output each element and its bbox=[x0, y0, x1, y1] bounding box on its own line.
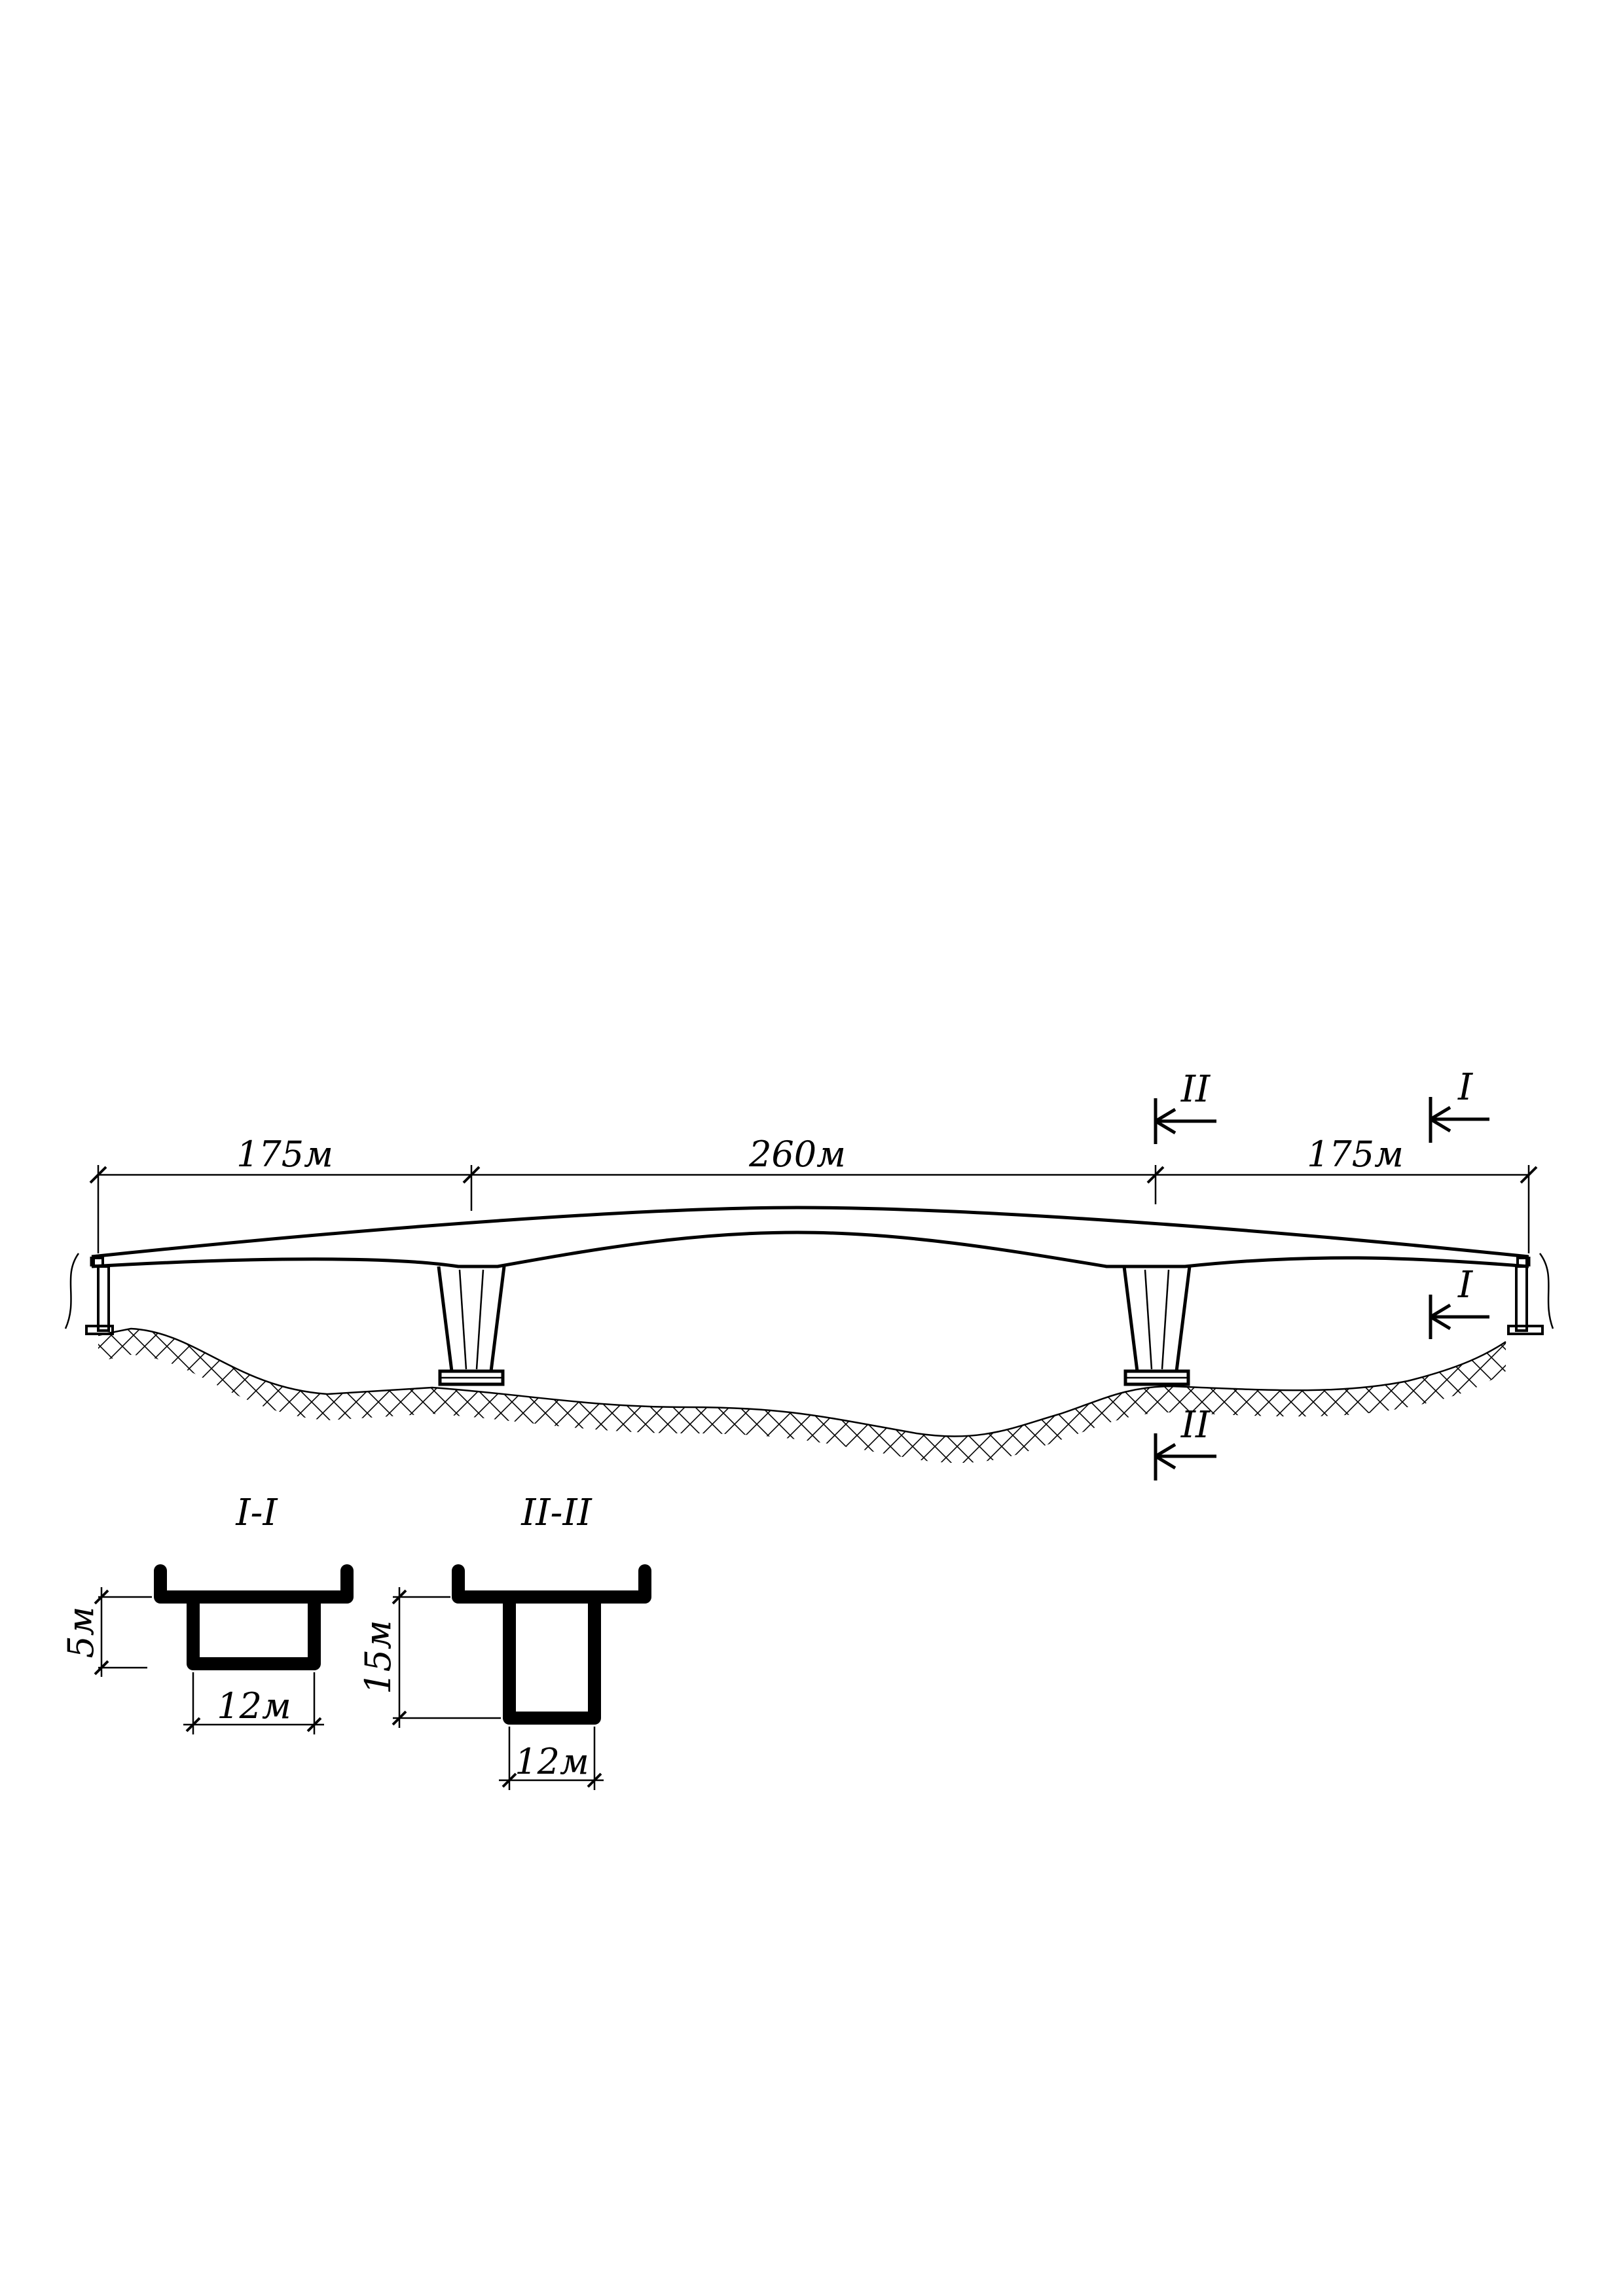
width-label: 12м bbox=[217, 1685, 291, 1727]
pier-edge-line bbox=[458, 1269, 467, 1370]
tick-mark bbox=[587, 1772, 602, 1788]
arrow-head bbox=[1154, 1454, 1176, 1470]
arrow-head bbox=[1429, 1315, 1451, 1331]
soil-hatching bbox=[98, 1329, 1506, 1463]
arrow-head bbox=[1154, 1107, 1176, 1123]
cut-mark-I-top: I bbox=[1429, 1066, 1489, 1143]
span-label-right: 175м bbox=[1307, 1134, 1404, 1175]
tick-mark bbox=[501, 1772, 517, 1788]
bridge-elevation: 175м 260м 175м bbox=[64, 1066, 1554, 1480]
span-label-left: 175м bbox=[236, 1134, 333, 1175]
section-title: I-I bbox=[235, 1492, 278, 1534]
abutment-footing bbox=[1507, 1325, 1544, 1335]
ground-surface bbox=[98, 1327, 1506, 1437]
abutment-post bbox=[1515, 1265, 1528, 1332]
tick-mark bbox=[94, 1660, 109, 1676]
tick-mark bbox=[94, 1589, 109, 1605]
tick-mark bbox=[185, 1717, 201, 1732]
box-girder bbox=[187, 1590, 321, 1670]
pier-1 bbox=[437, 1266, 506, 1386]
section-title: II-II bbox=[520, 1492, 593, 1534]
width-label: 12м bbox=[515, 1741, 589, 1782]
span-label-center: 260м bbox=[748, 1134, 846, 1175]
bridge-girder bbox=[90, 1206, 1531, 1268]
height-label: 5м bbox=[60, 1606, 101, 1658]
tick-mark bbox=[306, 1717, 322, 1732]
abutment-left bbox=[64, 1253, 114, 1335]
tick-mark bbox=[462, 1166, 481, 1184]
arrow-head bbox=[1429, 1117, 1451, 1133]
arrow-head bbox=[1154, 1443, 1176, 1458]
abutment-right bbox=[1507, 1253, 1554, 1335]
cross-section-I-I: I-I 5м 12м bbox=[60, 1492, 354, 1734]
pier-edge-line bbox=[1144, 1269, 1153, 1370]
arrow-head bbox=[1429, 1105, 1451, 1121]
span-dimension-chain: 175м 260м 175м bbox=[89, 1134, 1538, 1253]
tick-mark bbox=[392, 1589, 407, 1605]
tick-mark bbox=[1146, 1166, 1165, 1184]
girder-bottom-chord bbox=[91, 1230, 1529, 1268]
bearing-right bbox=[1516, 1257, 1528, 1267]
abutment-footing bbox=[85, 1325, 114, 1335]
break-line bbox=[64, 1253, 80, 1329]
cross-section-II-II: II-II 15м 12м bbox=[357, 1492, 651, 1790]
cut-label: II bbox=[1180, 1068, 1211, 1111]
ground bbox=[98, 1327, 1506, 1463]
pier-shaft bbox=[1122, 1266, 1192, 1373]
arrow-head bbox=[1429, 1303, 1451, 1319]
break-line bbox=[1539, 1253, 1554, 1329]
cut-label: I bbox=[1457, 1264, 1474, 1306]
cut-mark-II-top: II bbox=[1154, 1068, 1216, 1144]
pier-shaft bbox=[437, 1266, 506, 1373]
arrow-head bbox=[1154, 1119, 1176, 1135]
cut-label: I bbox=[1457, 1066, 1474, 1109]
tick-mark bbox=[392, 1710, 407, 1726]
tick-mark bbox=[1520, 1166, 1538, 1184]
girder-top-chord bbox=[91, 1206, 1529, 1259]
pier-edge-line bbox=[1161, 1269, 1170, 1370]
abutment-post bbox=[97, 1265, 110, 1332]
tick-mark bbox=[89, 1166, 107, 1184]
pier-2 bbox=[1122, 1266, 1192, 1386]
cut-mark-I-bottom: I bbox=[1429, 1264, 1489, 1339]
box-girder bbox=[503, 1590, 601, 1725]
height-label: 15м bbox=[357, 1620, 399, 1694]
bearing-left bbox=[92, 1257, 104, 1267]
cut-label: II bbox=[1180, 1404, 1211, 1446]
cut-mark-II-bottom: II bbox=[1154, 1404, 1216, 1480]
pier-edge-line bbox=[475, 1269, 484, 1370]
